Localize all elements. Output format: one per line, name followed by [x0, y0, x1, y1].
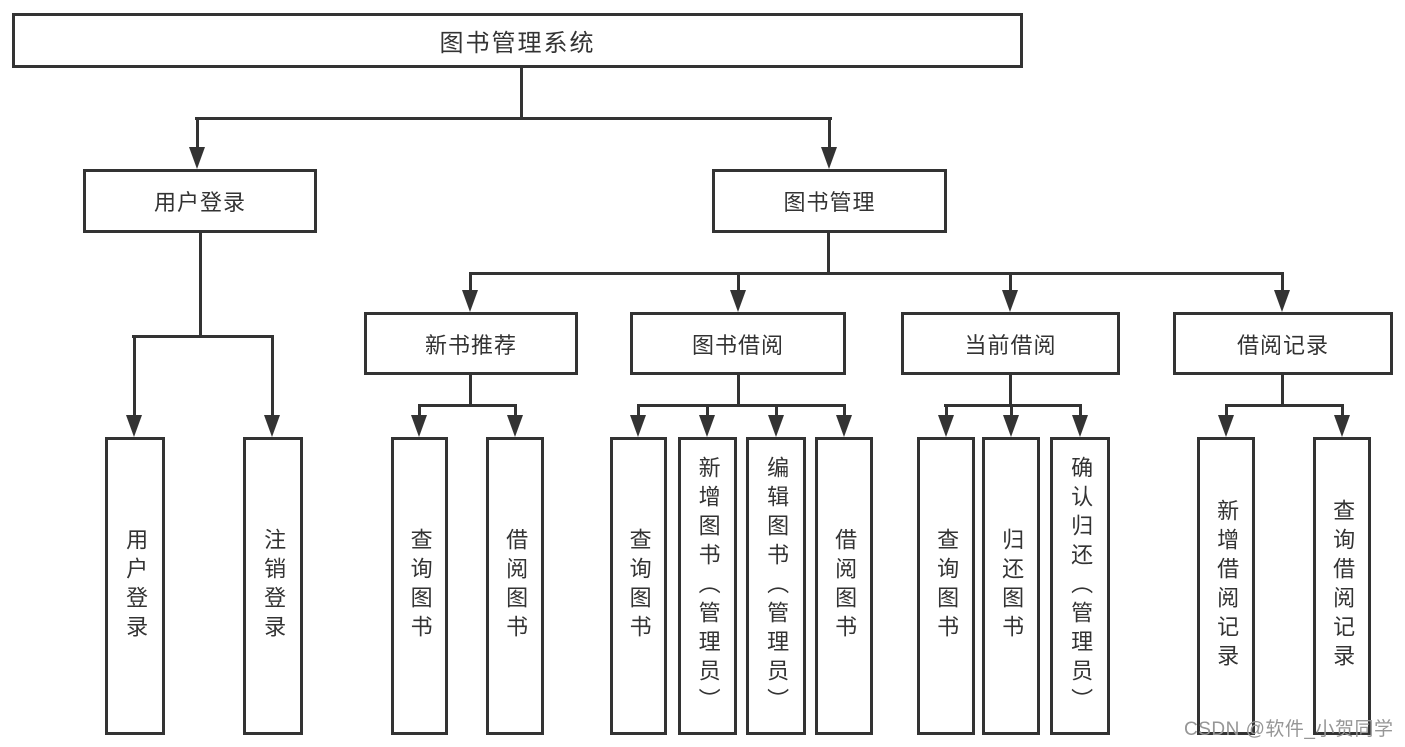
leaf-add-books-admin: 新增图书（管理员） — [678, 437, 737, 735]
arrowhead-down-icon — [730, 290, 746, 312]
arrowhead-down-icon — [1003, 415, 1019, 437]
connector-line — [1079, 404, 1082, 417]
leaf-label: 注销登录 — [261, 528, 287, 644]
connector-line — [195, 117, 832, 120]
connector-line — [706, 404, 709, 417]
leaf-edit-books-admin: 编辑图书（管理员） — [746, 437, 806, 735]
connector-line — [637, 404, 640, 417]
connector-line — [843, 404, 846, 417]
connector-line — [418, 404, 517, 407]
node-library-management-system: 图书管理系统 — [12, 13, 1023, 68]
connector-line — [1225, 404, 1228, 417]
leaf-label: 编辑图书（管理员） — [764, 455, 790, 717]
leaf-query-books-recommend: 查询图书 — [391, 437, 448, 735]
arrowhead-down-icon — [1218, 415, 1234, 437]
connector-line — [1009, 272, 1012, 292]
arrowhead-down-icon — [1274, 290, 1290, 312]
arrowhead-down-icon — [126, 415, 142, 437]
connector-line — [1341, 404, 1344, 417]
connector-line — [775, 404, 778, 417]
arrowhead-down-icon — [938, 415, 954, 437]
connector-line — [828, 117, 831, 151]
leaf-query-books-borrowing: 查询图书 — [610, 437, 667, 735]
leaf-label: 新增借阅记录 — [1214, 499, 1240, 673]
connector-line — [199, 233, 202, 337]
connector-line — [469, 375, 472, 406]
connector-line — [637, 404, 846, 407]
node-book-borrowing: 图书借阅 — [630, 312, 846, 375]
connector-line — [520, 68, 523, 120]
csdn-watermark: CSDN @软件_小贺同学 — [1184, 719, 1394, 740]
connector-line — [737, 272, 740, 292]
connector-line — [271, 335, 274, 417]
leaf-query-borrow-record: 查询借阅记录 — [1313, 437, 1371, 735]
leaf-confirm-return-admin: 确认归还（管理员） — [1050, 437, 1110, 735]
node-book-management: 图书管理 — [712, 169, 947, 233]
arrowhead-down-icon — [1334, 415, 1350, 437]
leaf-query-books-current: 查询图书 — [917, 437, 975, 735]
arrowhead-down-icon — [1072, 415, 1088, 437]
connector-line — [827, 233, 830, 275]
connector-line — [1225, 404, 1344, 407]
leaf-borrow-books: 借阅图书 — [815, 437, 873, 735]
node-user-login: 用户登录 — [83, 169, 317, 233]
leaf-user-login: 用户登录 — [105, 437, 165, 735]
connector-line — [1009, 375, 1012, 406]
leaf-label: 查询图书 — [407, 528, 433, 644]
connector-line — [196, 117, 199, 151]
leaf-label: 用户登录 — [123, 528, 149, 644]
leaf-label: 查询图书 — [934, 528, 960, 644]
leaf-label: 借阅图书 — [503, 528, 529, 644]
arrowhead-down-icon — [821, 147, 837, 169]
arrowhead-down-icon — [836, 415, 852, 437]
node-borrowing-records: 借阅记录 — [1173, 312, 1393, 375]
node-current-borrowing: 当前借阅 — [901, 312, 1120, 375]
arrowhead-down-icon — [768, 415, 784, 437]
arrowhead-down-icon — [507, 415, 523, 437]
node-new-book-recommendation: 新书推荐 — [364, 312, 578, 375]
arrowhead-down-icon — [411, 415, 427, 437]
connector-line — [945, 404, 948, 417]
connector-line — [514, 404, 517, 417]
arrowhead-down-icon — [462, 290, 478, 312]
leaf-label: 查询借阅记录 — [1330, 499, 1356, 673]
connector-line — [418, 404, 421, 417]
connector-line — [132, 335, 274, 338]
leaf-label: 查询图书 — [626, 528, 652, 644]
arrowhead-down-icon — [189, 147, 205, 169]
leaf-add-borrow-record: 新增借阅记录 — [1197, 437, 1255, 735]
connector-line — [944, 404, 1082, 407]
connector-line — [469, 272, 472, 292]
arrowhead-down-icon — [264, 415, 280, 437]
leaf-label: 确认归还（管理员） — [1068, 455, 1094, 717]
connector-line — [469, 272, 1283, 275]
leaf-return-books: 归还图书 — [982, 437, 1040, 735]
connector-line — [1281, 272, 1284, 292]
leaf-label: 新增图书（管理员） — [695, 455, 721, 717]
leaf-borrow-books-recommend: 借阅图书 — [486, 437, 544, 735]
connector-line — [133, 335, 136, 417]
leaf-label: 借阅图书 — [832, 528, 858, 644]
arrowhead-down-icon — [1002, 290, 1018, 312]
arrowhead-down-icon — [630, 415, 646, 437]
connector-line — [737, 375, 740, 406]
connector-line — [1010, 404, 1013, 417]
leaf-logout: 注销登录 — [243, 437, 303, 735]
arrowhead-down-icon — [699, 415, 715, 437]
connector-line — [1281, 375, 1284, 406]
leaf-label: 归还图书 — [999, 528, 1025, 644]
